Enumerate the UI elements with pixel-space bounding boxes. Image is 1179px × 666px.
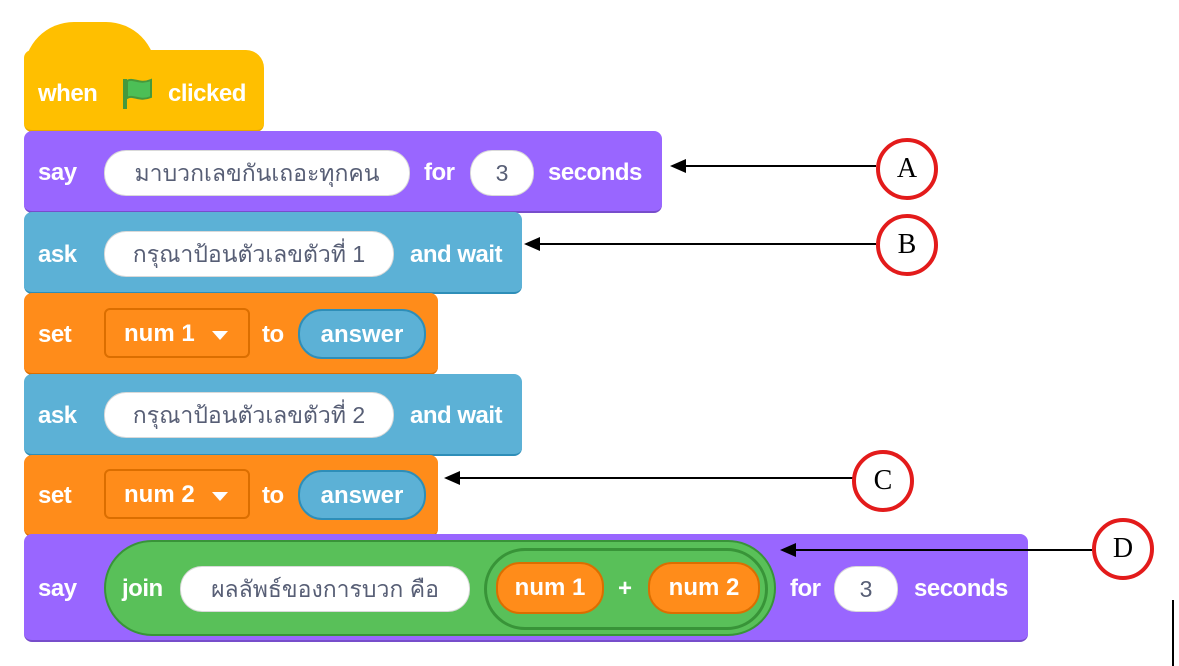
chevron-down-icon [212,331,228,340]
say-for-label: for [790,575,821,602]
ask-and-wait-label: and wait [410,402,503,429]
variable-dropdown[interactable]: num 1 [104,308,250,358]
answer-reporter[interactable]: answer [298,470,426,520]
edge-divider [1172,600,1174,666]
callout-c: C [852,450,914,512]
set-to-label: to [262,482,284,509]
join-text-input[interactable]: ผลลัพธ์ของการบวก คือ [180,566,470,612]
chevron-down-icon [212,492,228,501]
plus-operator: + [618,575,632,602]
num2-reporter[interactable]: num 2 [648,562,760,614]
arrow-c-head [444,471,460,485]
say-label: say [38,159,77,186]
set-to-label: to [262,321,284,348]
answer-reporter[interactable]: answer [298,309,426,359]
callout-a: A [876,138,938,200]
arrow-d-head [780,543,796,557]
ask-question-input[interactable]: กรุณาป้อนตัวเลขตัวที่ 1 [104,231,394,277]
say-message-input[interactable]: มาบวกเลขกันเถอะทุกคน [104,150,410,196]
say-seconds-input[interactable]: 3 [470,150,534,196]
ask-and-wait-label: and wait [410,241,503,268]
say-for-label: for [424,159,455,186]
say-seconds-label: seconds [548,159,642,186]
arrow-a-head [670,159,686,173]
green-flag-icon [123,78,152,109]
set-label: set [38,321,72,348]
say-seconds-input[interactable]: 3 [834,566,898,612]
variable-name: num 2 [124,481,195,508]
variable-dropdown[interactable]: num 2 [104,469,250,519]
ask-label: ask [38,241,77,268]
hat-clicked-label: clicked [168,80,246,107]
join-label: join [122,575,163,602]
ask-question-input[interactable]: กรุณาป้อนตัวเลขตัวที่ 2 [104,392,394,438]
num1-reporter[interactable]: num 1 [496,562,604,614]
arrow-b-head [524,237,540,251]
callout-b: B [876,214,938,276]
callout-d: D [1092,518,1154,580]
set-label: set [38,482,72,509]
say-seconds-label: seconds [914,575,1008,602]
say-label: say [38,575,77,602]
hat-when-label: when [38,80,98,107]
ask-label: ask [38,402,77,429]
variable-name: num 1 [124,320,195,347]
